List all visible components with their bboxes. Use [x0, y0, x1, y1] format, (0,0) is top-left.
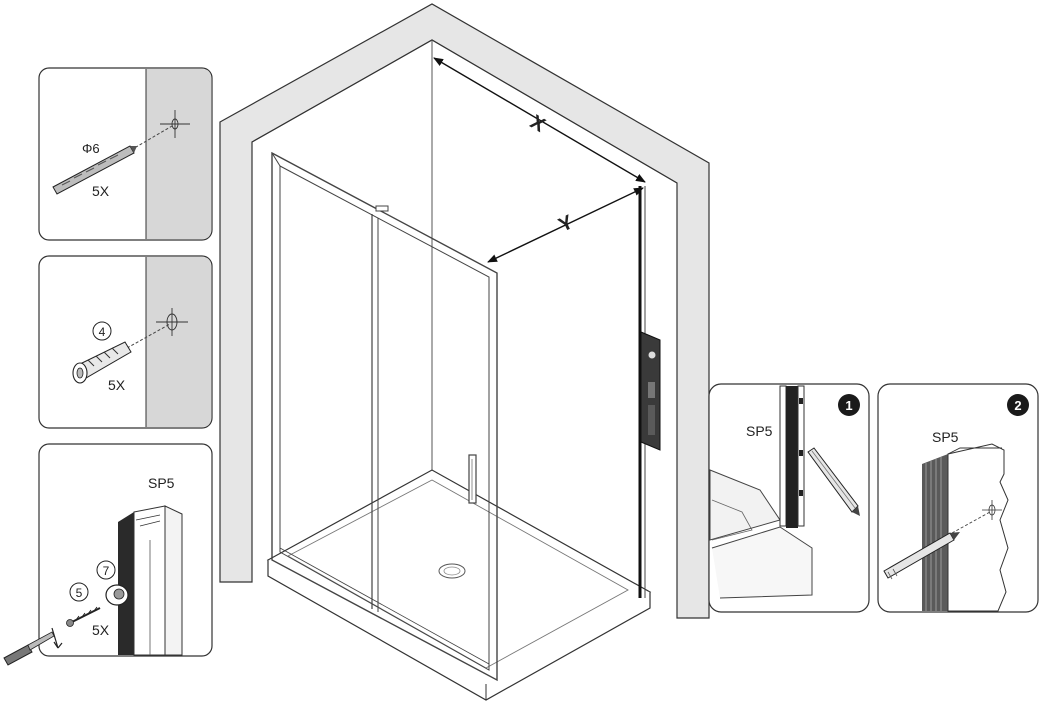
- drill-bit-label: Φ6: [82, 141, 100, 156]
- wall-profile-icon: [118, 505, 183, 656]
- drain: [438, 563, 466, 579]
- dimension-y: Y: [487, 187, 644, 263]
- step-2-panel: SP5 2: [877, 383, 1039, 613]
- shower-tray: [266, 469, 652, 701]
- dimension-y-label: Y: [555, 211, 577, 237]
- drill-quantity: 5X: [92, 183, 110, 199]
- mount-profile-label: SP5: [148, 475, 175, 491]
- plug-panel: 4 5X: [38, 255, 213, 429]
- crosshair-icon: [160, 110, 190, 138]
- step-2-badge: [1007, 394, 1029, 416]
- part-badge: [92, 321, 112, 341]
- front-door-frame: [271, 151, 498, 682]
- step-1-profile-label: SP5: [746, 423, 773, 439]
- drill-bit-icon: [52, 145, 137, 195]
- mount-quantity: 5X: [92, 622, 110, 638]
- plug-part-number: 4: [99, 325, 106, 339]
- step-1-panel: SP5 1: [708, 383, 870, 613]
- pencil-icon: [883, 532, 960, 580]
- part-badge: [69, 582, 89, 602]
- screw-icon: [66, 606, 101, 627]
- step-1-number: 1: [845, 398, 852, 413]
- plug-quantity: 5X: [108, 377, 126, 393]
- screwdriver-icon: [3, 627, 63, 666]
- step-1-badge: [838, 394, 860, 416]
- wall-profile-icon: [922, 443, 1009, 612]
- part-badge: [96, 560, 116, 580]
- screw-part-number: 5: [76, 586, 83, 600]
- wall-plug-icon: [72, 341, 132, 384]
- cover-cap-icon: [105, 584, 129, 606]
- cap-part-number: 7: [103, 564, 110, 578]
- pencil-icon: [807, 447, 860, 516]
- door-handle: [468, 454, 477, 504]
- crosshair-icon: [156, 308, 188, 336]
- side-panel: [638, 186, 661, 598]
- step-2-profile-label: SP5: [932, 429, 959, 445]
- crosshair-icon: [982, 500, 1002, 520]
- drill-panel: Φ6 5X: [38, 67, 213, 241]
- shower-enclosure: X Y: [219, 3, 710, 701]
- step-2-number: 2: [1014, 398, 1021, 413]
- mount-panel: SP5 5 7 5X: [3, 443, 213, 666]
